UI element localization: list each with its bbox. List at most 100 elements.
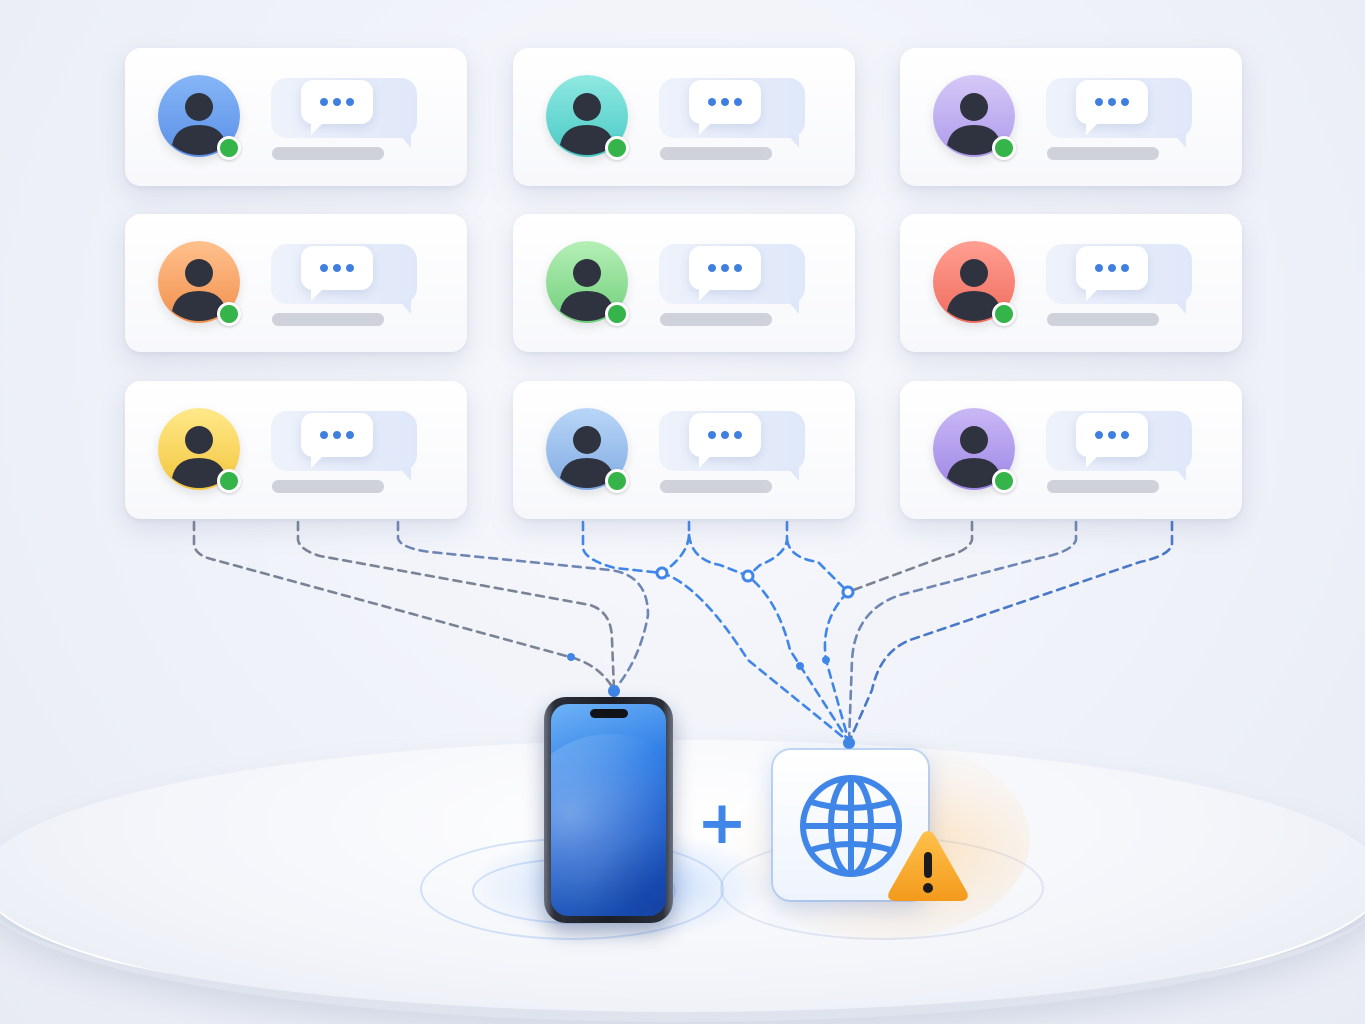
typing-dot	[346, 98, 354, 106]
user-card[interactable]	[513, 48, 855, 186]
typing-dot	[333, 98, 341, 106]
user-icon	[933, 75, 1015, 157]
typing-bubble-icon	[301, 246, 373, 301]
avatar	[933, 75, 1015, 157]
connector-line	[847, 520, 1078, 744]
avatar	[546, 408, 628, 490]
typing-dot	[333, 264, 341, 272]
typing-dot	[1108, 264, 1116, 272]
online-status-icon	[992, 302, 1016, 326]
typing-dot	[734, 264, 742, 272]
warning-icon	[888, 831, 968, 901]
typing-dot	[1095, 431, 1103, 439]
connector-line	[660, 520, 691, 575]
phone-screen	[551, 704, 666, 916]
globe-icon	[800, 775, 902, 877]
user-card[interactable]	[900, 214, 1242, 352]
online-status-icon	[605, 136, 629, 160]
user-card[interactable]	[900, 48, 1242, 186]
typing-bubble-icon	[689, 246, 761, 301]
typing-dot	[708, 264, 716, 272]
message-placeholder-bar	[660, 480, 772, 493]
online-status-icon	[217, 302, 241, 326]
typing-dot	[346, 431, 354, 439]
message-placeholder-bar	[660, 147, 772, 160]
message-placeholder-bar	[1047, 480, 1159, 493]
typing-dot	[320, 431, 328, 439]
plus-icon: +	[696, 788, 748, 858]
browser-globe-tile	[773, 750, 928, 900]
message-placeholder-bar	[272, 147, 384, 160]
typing-dot	[708, 98, 716, 106]
user-card[interactable]	[125, 381, 467, 519]
avatar	[158, 408, 240, 490]
typing-dot	[320, 98, 328, 106]
typing-dot	[1121, 264, 1129, 272]
platform-edge	[0, 760, 1365, 1022]
user-icon	[546, 408, 628, 490]
user-card[interactable]	[513, 214, 855, 352]
online-status-icon	[217, 136, 241, 160]
online-status-icon	[992, 469, 1016, 493]
typing-bubble-icon	[1076, 413, 1148, 468]
user-icon	[546, 75, 628, 157]
user-card[interactable]	[513, 381, 855, 519]
message-placeholder-bar	[1047, 313, 1159, 326]
connector-line	[687, 533, 851, 744]
smartphone-icon	[544, 697, 673, 923]
online-status-icon	[605, 469, 629, 493]
connector-node	[608, 685, 620, 697]
typing-bubble-icon	[689, 413, 761, 468]
typing-bubble-icon	[301, 413, 373, 468]
user-icon	[933, 408, 1015, 490]
message-placeholder-bar	[272, 313, 384, 326]
user-card[interactable]	[125, 214, 467, 352]
connector-line	[847, 520, 1174, 744]
user-icon	[158, 241, 240, 323]
typing-dot	[1108, 431, 1116, 439]
user-card[interactable]	[125, 48, 467, 186]
online-status-icon	[217, 469, 241, 493]
connector-line	[846, 520, 974, 594]
typing-dot	[734, 98, 742, 106]
connector-node	[841, 585, 855, 599]
typing-bubble-icon	[1076, 246, 1148, 301]
typing-dot	[721, 98, 729, 106]
user-card[interactable]	[900, 381, 1242, 519]
connector-line	[296, 520, 616, 692]
typing-dot	[333, 431, 341, 439]
typing-dot	[721, 264, 729, 272]
connector-line	[746, 520, 789, 578]
typing-dot	[708, 431, 716, 439]
avatar	[546, 241, 628, 323]
message-placeholder-bar	[272, 480, 384, 493]
connector-line	[192, 520, 616, 692]
user-icon	[933, 241, 1015, 323]
connector-node	[567, 653, 575, 661]
typing-bubble-icon	[1076, 80, 1148, 135]
message-placeholder-bar	[1047, 147, 1159, 160]
connector-line	[396, 520, 650, 692]
avatar	[933, 408, 1015, 490]
connector-node	[655, 566, 669, 580]
typing-dot	[721, 431, 729, 439]
online-status-icon	[992, 136, 1016, 160]
typing-dot	[734, 431, 742, 439]
connector-node	[822, 656, 830, 664]
typing-dot	[1121, 431, 1129, 439]
typing-dot	[346, 264, 354, 272]
typing-dot	[1095, 264, 1103, 272]
avatar	[158, 75, 240, 157]
connector-node	[843, 737, 855, 749]
typing-bubble-icon	[689, 80, 761, 135]
online-status-icon	[605, 302, 629, 326]
avatar	[158, 241, 240, 323]
typing-dot	[1121, 98, 1129, 106]
message-placeholder-bar	[660, 313, 772, 326]
connector-node	[741, 569, 755, 583]
typing-dot	[320, 264, 328, 272]
typing-bubble-icon	[301, 80, 373, 135]
connector-node	[796, 662, 804, 670]
